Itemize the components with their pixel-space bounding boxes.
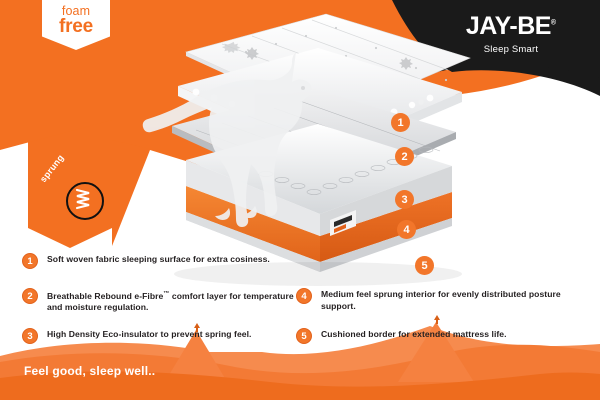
brand-tagline: Sleep Smart bbox=[483, 44, 539, 55]
footer-tagline: Feel good, sleep well.. bbox=[24, 364, 156, 378]
spring-coil-icon bbox=[75, 188, 90, 210]
sprung-badge-circle bbox=[66, 182, 104, 220]
registered-mark-icon: ® bbox=[550, 19, 557, 27]
dinosaur-watermark bbox=[142, 52, 312, 227]
foam-free-line2: free bbox=[58, 15, 94, 37]
legend-text-2-before: Breathable Rebound e-Fibre bbox=[47, 290, 164, 301]
foam-free-badge: foam free bbox=[42, 0, 110, 50]
legend-number-4: 4 bbox=[296, 288, 312, 304]
legend-item-3[interactable]: 3 High Density Eco-insulator to prevent … bbox=[22, 328, 251, 344]
diagram-marker-3[interactable]: 3 bbox=[395, 190, 414, 209]
diagram-marker-4[interactable]: 4 bbox=[397, 220, 416, 239]
legend-number-5: 5 bbox=[296, 328, 312, 344]
badge-text: foam free bbox=[42, 5, 110, 36]
legend-item-4[interactable]: 4 Medium feel sprung interior for evenly… bbox=[296, 288, 586, 312]
legend-text-2-after: comfort layer for temperature and moistu… bbox=[47, 290, 294, 313]
diagram-marker-1[interactable]: 1 bbox=[391, 113, 410, 132]
footer-waves bbox=[0, 315, 600, 400]
diagram-marker-2[interactable]: 2 bbox=[395, 147, 414, 166]
trademark-icon: ™ bbox=[163, 291, 170, 297]
legend-item-1[interactable]: 1 Soft woven fabric sleeping surface for… bbox=[22, 253, 270, 269]
jaybe-logo-text: JAY-BE bbox=[465, 12, 552, 40]
legend-number-2: 2 bbox=[22, 288, 38, 304]
legend-text-1: Soft woven fabric sleeping surface for e… bbox=[47, 254, 270, 264]
legend-text-3: High Density Eco-insulator to prevent sp… bbox=[47, 329, 252, 339]
legend-number-3: 3 bbox=[22, 328, 38, 344]
legend-text-4: Medium feel sprung interior for evenly d… bbox=[321, 289, 561, 311]
legend-text-5: Cushioned border for extended mattress l… bbox=[321, 329, 507, 339]
legend-text-2: Breathable Rebound e-Fibre™ comfort laye… bbox=[47, 288, 297, 314]
legend: 1 Soft woven fabric sleeping surface for… bbox=[0, 253, 600, 348]
diagram-marker-5[interactable]: 5 bbox=[415, 256, 434, 275]
legend-item-2[interactable]: 2 Breathable Rebound e-Fibre™ comfort la… bbox=[22, 288, 297, 314]
brand-logo-block: JAY-BE® Sleep Smart bbox=[436, 14, 586, 56]
legend-number-1: 1 bbox=[22, 253, 38, 269]
sprung-badge: sprung bbox=[36, 153, 118, 230]
foam-free-line1: foam bbox=[61, 4, 91, 18]
jaybe-logo: JAY-BE® bbox=[436, 14, 586, 39]
legend-item-5[interactable]: 5 Cushioned border for extended mattress… bbox=[296, 328, 507, 344]
